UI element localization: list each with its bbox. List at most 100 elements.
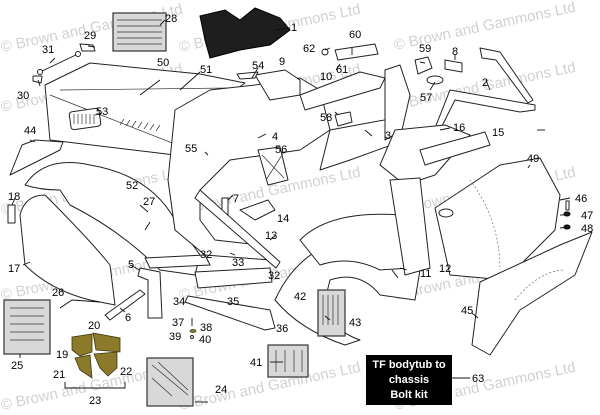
panel-edge xyxy=(49,94,191,151)
kit-28-detail xyxy=(117,19,162,45)
callout: 25 xyxy=(11,360,23,372)
part-49-dash xyxy=(469,179,501,271)
callout: 62 xyxy=(303,43,315,55)
part-32-sill-end xyxy=(144,254,211,269)
part-58-bracket xyxy=(334,111,353,127)
note-line: TF bodytub to xyxy=(372,358,446,371)
callout: 17 xyxy=(8,263,20,275)
callout: 21 xyxy=(53,369,65,381)
callout: 48 xyxy=(581,223,593,235)
part-14-bracket xyxy=(239,199,276,221)
part-25-fastener-kit xyxy=(3,299,51,355)
callout: 19 xyxy=(56,349,68,361)
part-18-bracket xyxy=(7,204,16,224)
part-12-panel xyxy=(389,177,431,276)
callout: 1 xyxy=(291,22,297,34)
fuel-cap xyxy=(438,208,454,218)
callout: 22 xyxy=(120,366,132,378)
callout: 15 xyxy=(492,127,504,139)
callout: 38 xyxy=(200,322,212,334)
callout: 20 xyxy=(88,320,100,332)
callout: 36 xyxy=(276,323,288,335)
callout: 56 xyxy=(275,144,287,156)
note-line: Bolt kit xyxy=(390,388,428,401)
callout: 27 xyxy=(143,196,155,208)
part-62-screw xyxy=(321,48,329,56)
callout: 54 xyxy=(252,60,264,72)
part-31-end xyxy=(75,51,81,57)
part-60-plate xyxy=(334,43,379,61)
kit-43-detail xyxy=(322,295,339,325)
callout: 32 xyxy=(268,270,280,282)
callout-labels: 1 2 3 4 5 6 7 8 9 10 11 12 13 14 15 16 1… xyxy=(8,13,593,407)
bolt-kit-note-box: TF bodytub to chassis Bolt kit xyxy=(366,355,452,405)
group-23-bracket xyxy=(64,382,126,389)
part-41-fastener-kit xyxy=(267,344,309,378)
panel-crease xyxy=(59,87,231,91)
callout: 35 xyxy=(227,296,239,308)
part-59-bracket xyxy=(414,56,433,75)
callout: 63 xyxy=(472,373,484,385)
part-45-dash xyxy=(514,269,566,301)
callout: 41 xyxy=(250,357,262,369)
part-2-rear-frame xyxy=(434,89,536,131)
part-57-washer xyxy=(426,75,444,85)
callout: 58 xyxy=(320,112,332,124)
part-3-upright xyxy=(384,64,411,141)
callout: 39 xyxy=(169,331,181,343)
callout: 5 xyxy=(128,259,134,271)
fasteners-37-40 xyxy=(189,318,197,339)
callout: 4 xyxy=(272,131,278,143)
callout: 28 xyxy=(165,13,177,25)
kit-24-detail xyxy=(151,361,189,397)
callout: 30 xyxy=(17,90,29,102)
callout: 34 xyxy=(173,296,185,308)
callout: 61 xyxy=(336,64,348,76)
callout: 43 xyxy=(349,317,361,329)
callout: 18 xyxy=(8,191,20,203)
callout: 37 xyxy=(172,317,184,329)
callout: 53 xyxy=(96,106,108,118)
callout: 6 xyxy=(125,312,131,324)
callout: 44 xyxy=(24,125,36,137)
callout: 42 xyxy=(294,291,306,303)
part-21-brass-bracket xyxy=(74,354,93,379)
part-29-bracket xyxy=(79,43,96,52)
part-45-valance xyxy=(471,231,593,356)
louvres-row xyxy=(119,118,161,132)
part-19-brass-bracket xyxy=(71,333,93,357)
callout: 57 xyxy=(420,92,432,104)
part-13-rail xyxy=(194,189,281,269)
part-30-clip xyxy=(32,75,43,84)
part-2-rear-upright xyxy=(479,47,534,104)
part-15-rail xyxy=(419,131,491,166)
part-49-rear-panel xyxy=(434,157,561,281)
leader-lines xyxy=(11,19,571,403)
callout: 14 xyxy=(277,213,289,225)
callout: 33 xyxy=(232,257,244,269)
callout: 12 xyxy=(439,263,451,275)
kit-25-detail xyxy=(10,307,44,341)
callout: 7 xyxy=(233,193,239,205)
part-1-scuttle xyxy=(199,7,291,59)
callout: 24 xyxy=(215,384,227,396)
kit-41-detail xyxy=(275,350,303,372)
callout: 59 xyxy=(419,43,431,55)
note-line: chassis xyxy=(388,373,430,386)
part-26-rod xyxy=(59,299,101,309)
part-9-scuttle-top xyxy=(254,69,301,101)
callout: 45 xyxy=(461,305,473,317)
part-33-sill xyxy=(194,267,273,289)
callout: 50 xyxy=(157,57,169,69)
callout: 55 xyxy=(185,143,197,155)
callout: 11 xyxy=(420,268,431,280)
part-6-strut xyxy=(104,289,146,321)
part-56-cross xyxy=(261,151,285,181)
part-8-hinge xyxy=(444,59,463,73)
part-31-end xyxy=(37,69,43,75)
callout: 49 xyxy=(527,153,539,165)
part-46-bolt xyxy=(565,200,570,211)
part-5-bracket xyxy=(137,267,163,319)
